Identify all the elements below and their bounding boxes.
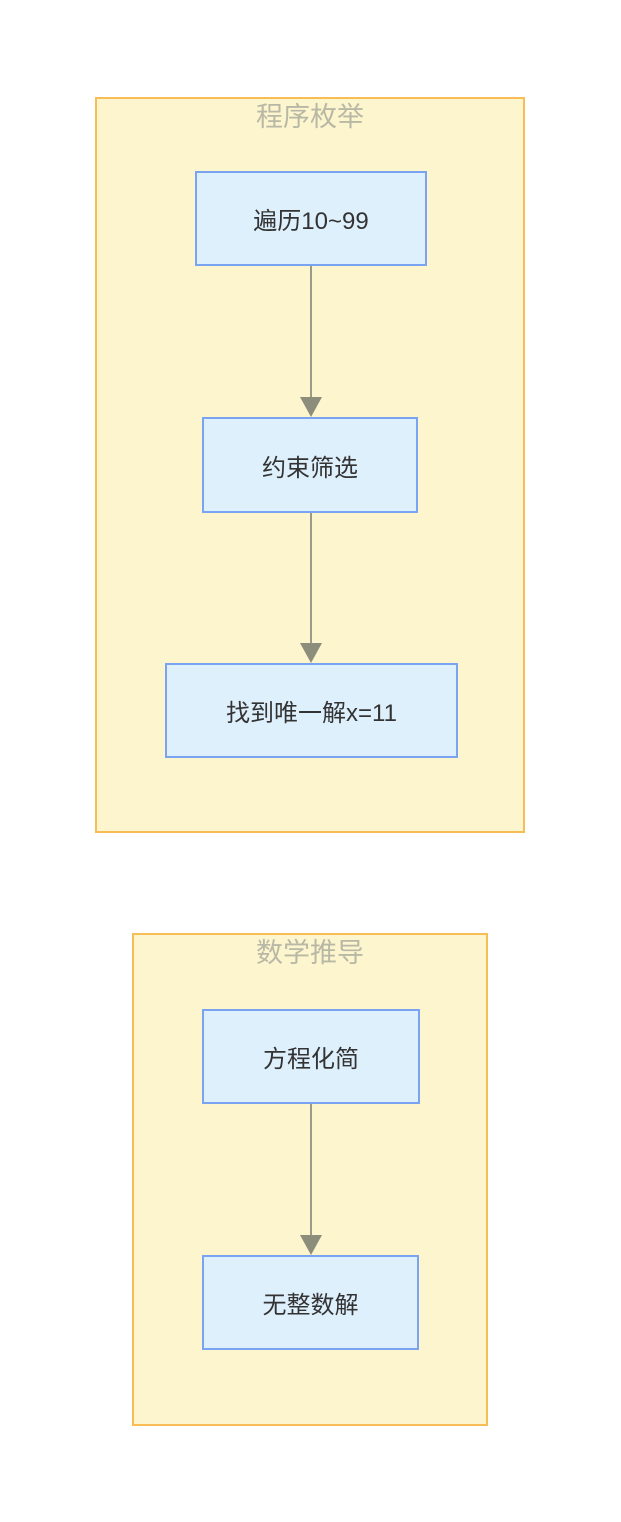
arrow-head-icon [300,643,322,663]
arrow-down [300,513,322,663]
node-constraint-filter: 约束筛选 [202,417,418,513]
cluster-title: 数学推导 [256,938,364,968]
arrow-shaft [310,513,312,646]
node-unique-solution: 找到唯一解x=11 [165,663,458,758]
node-no-integer-solution: 无整数解 [202,1255,419,1350]
arrow-down [300,266,322,417]
arrow-down [300,1104,322,1255]
arrow-shaft [310,266,312,400]
node-iterate-10-99: 遍历10~99 [195,171,427,266]
cluster-title: 程序枚举 [256,102,364,132]
arrow-head-icon [300,397,322,417]
node-equation-simplify: 方程化简 [202,1009,420,1104]
arrow-shaft [310,1104,312,1238]
arrow-head-icon [300,1235,322,1255]
cluster-program-enumeration: 程序枚举 遍历10~99 约束筛选 找到唯一解x=11 [95,97,525,833]
cluster-math-derivation: 数学推导 方程化简 无整数解 [132,933,488,1426]
